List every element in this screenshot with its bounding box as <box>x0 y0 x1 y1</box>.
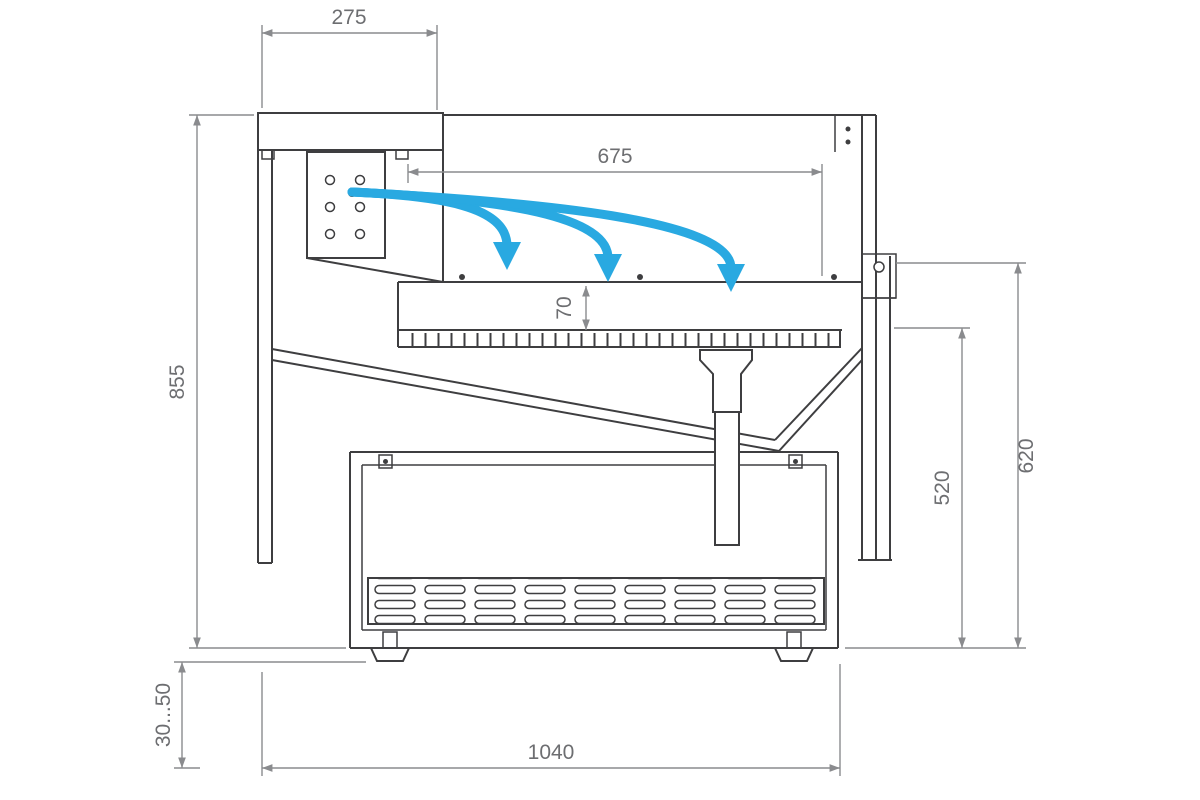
dim-label-70: 70 <box>553 296 576 319</box>
dim-label-1040: 1040 <box>528 741 575 764</box>
dim-label-675: 675 <box>597 145 632 168</box>
deck-grille-ticks <box>406 333 838 347</box>
dim-label-855: 855 <box>166 364 189 399</box>
screw-hole <box>324 201 336 213</box>
foot-right <box>773 631 815 662</box>
dim-label-520: 520 <box>931 470 954 505</box>
dimension-canopy-width: 275 <box>261 6 438 110</box>
top-edge <box>443 114 876 152</box>
screw-dot <box>845 126 851 132</box>
dimension-foot-adjustment: 30...50 <box>152 661 366 769</box>
dim-label-275: 275 <box>331 6 366 29</box>
canopy-mount-right <box>395 149 409 160</box>
drain-pipe <box>714 411 740 546</box>
dimension-base-depth: 1040 <box>261 664 841 776</box>
airflow-arrowhead-3 <box>717 264 745 292</box>
left-wall <box>257 113 273 564</box>
screw-hole <box>354 201 366 213</box>
dim-label-620: 620 <box>1015 438 1038 473</box>
frame-screw-left <box>378 454 393 469</box>
screw-dot <box>845 139 851 145</box>
screw-hole <box>324 174 336 186</box>
base-frame <box>349 451 839 649</box>
right-wall <box>858 115 897 561</box>
screw-hole <box>324 228 336 240</box>
airflow-arrow-3 <box>347 187 736 273</box>
well-bottom <box>271 347 863 452</box>
canopy-mount-left <box>261 149 275 160</box>
dimension-airflow-span: 675 <box>407 145 823 276</box>
screw-dot <box>831 274 837 280</box>
dimensions: 275 675 70 855 620 520 <box>152 6 1038 776</box>
dim-label-30-50: 30...50 <box>152 683 175 747</box>
display-deck <box>397 274 862 348</box>
frame-screw-right <box>788 454 803 469</box>
foot-left <box>369 631 411 662</box>
dimension-side-height-inner: 520 <box>894 327 970 648</box>
drain <box>699 349 753 546</box>
screw-hole <box>354 174 366 186</box>
dimension-side-height-outer: 620 <box>845 262 1038 649</box>
case-structure <box>257 112 897 662</box>
screw-dot <box>459 274 465 280</box>
dimension-deck-thickness: 70 <box>553 286 590 330</box>
airflow-arrowhead-1 <box>493 242 521 270</box>
fan-unit <box>306 150 444 283</box>
right-bracket <box>861 253 897 299</box>
airflow-arrowhead-2 <box>594 254 622 282</box>
adjustable-feet <box>369 631 815 662</box>
dimension-overall-height: 855 <box>166 114 346 649</box>
screw-dot <box>637 274 643 280</box>
screw-hole <box>354 228 366 240</box>
airflow-arrows <box>347 187 745 292</box>
drain-funnel <box>699 349 753 413</box>
vent-grille <box>367 577 825 625</box>
